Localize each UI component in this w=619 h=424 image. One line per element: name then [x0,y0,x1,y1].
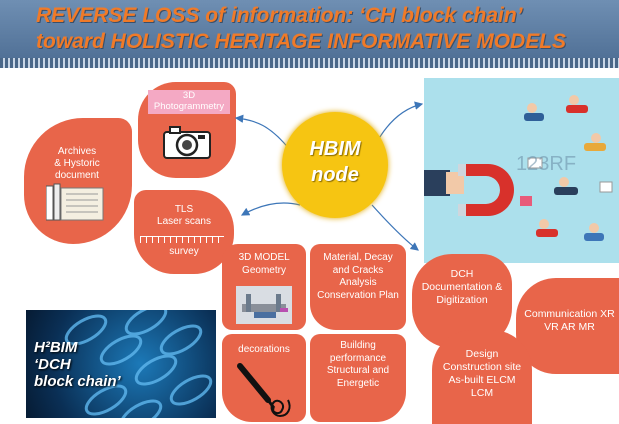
title-line-2: toward HOLISTIC HERITAGE INFORMATIVE MOD… [36,30,567,53]
arrow-to-photogrammetry [234,114,291,151]
magnet-icon: 123RF [424,95,613,241]
performance-card: Building performance Structural and Ener… [310,334,406,422]
design-label-3: site [504,361,522,374]
design-label-2: Construction [442,361,502,374]
design-label-1: Design [465,348,499,360]
photogrammetry-label-2: Photogrammetry [153,100,225,112]
design-label-5: ELCM [486,374,516,387]
performance-label-1: Building [340,340,376,351]
tls-label-1: TLS [174,204,194,215]
material-label-1: Material, Decay [323,252,393,263]
model-3d-label-2: Geometry [242,264,286,276]
chain-text-3: block chain’ [34,373,121,390]
hbim-node-line-2: node [311,164,359,186]
arrow-to-magnet [377,101,424,141]
camera-icon [163,126,211,159]
performance-label-5: Energetic [336,377,380,389]
ruler-icon [140,236,224,246]
material-card: Material, Decay and Cracks Analysis Cons… [310,244,406,330]
hbim-node: HBIM node [282,112,388,218]
arrow-to-dch [371,204,419,251]
archives-label-3: document [55,170,99,181]
tls-label-2: Laser scans [157,216,211,227]
archives-label-1: Archives [57,146,97,157]
title-line-1: REVERSE LOSS of information: ‘CH block c… [36,4,523,27]
archives-bubble: Archives & Hystoric document [24,118,132,244]
archives-label-2: & Hystoric [54,158,100,169]
magnet-illustration: 123RF [424,78,619,263]
material-label-2: and Cracks [332,264,384,276]
chain-icon [64,310,213,418]
arrow-to-tls [240,202,301,216]
photogrammetry-label: 3D Photogrammetry [148,90,230,114]
watermark-text: 123RF [516,153,576,175]
brush-icon [237,363,291,418]
communication-card: Communication XR VR AR MR [516,278,619,374]
design-label-6: LCM [470,387,494,400]
dch-label-1: DCH [450,268,474,280]
chain-image: H²BIM ‘DCH block chain’ [26,310,216,418]
dch-label-2: Documentation [421,281,493,294]
design-card: Design Construction site As-built ELCM L… [432,330,532,424]
model-3d-card: 3D MODEL Geometry [222,244,306,330]
material-label-3: Analysis [339,277,377,288]
photogrammetry-bubble: 3D Photogrammetry [138,82,236,178]
decorations-card: decorations [222,334,306,422]
header-stripes [0,58,619,68]
communication-label-1: Communication [524,308,598,320]
tls-bubble: TLS Laser scans survey [134,190,234,274]
tls-survey-label: survey [169,246,199,257]
books-icon [46,183,104,221]
model-3d-label-1: 3D MODEL [238,252,290,263]
performance-label-4: and [372,365,390,376]
dch-label-3: & [495,281,503,294]
dch-label-4: Digitization [436,294,488,307]
performance-label-2: performance [329,352,387,364]
chain-text-2: ‘DCH [34,356,71,373]
design-label-4: As-built [448,374,484,387]
performance-label-3: Structural [326,365,370,376]
photogrammetry-label-1: 3D [182,90,196,101]
communication-label-2: XR VR AR MR [544,308,615,334]
model-3d-icon [236,286,292,324]
hbim-node-line-1: HBIM [309,138,361,160]
header-banner [0,0,619,62]
material-label-5: Plan [378,289,399,301]
chain-text-1: H²BIM [34,339,78,356]
decorations-label: decorations [238,344,290,355]
material-label-4: Conservation [317,289,377,301]
